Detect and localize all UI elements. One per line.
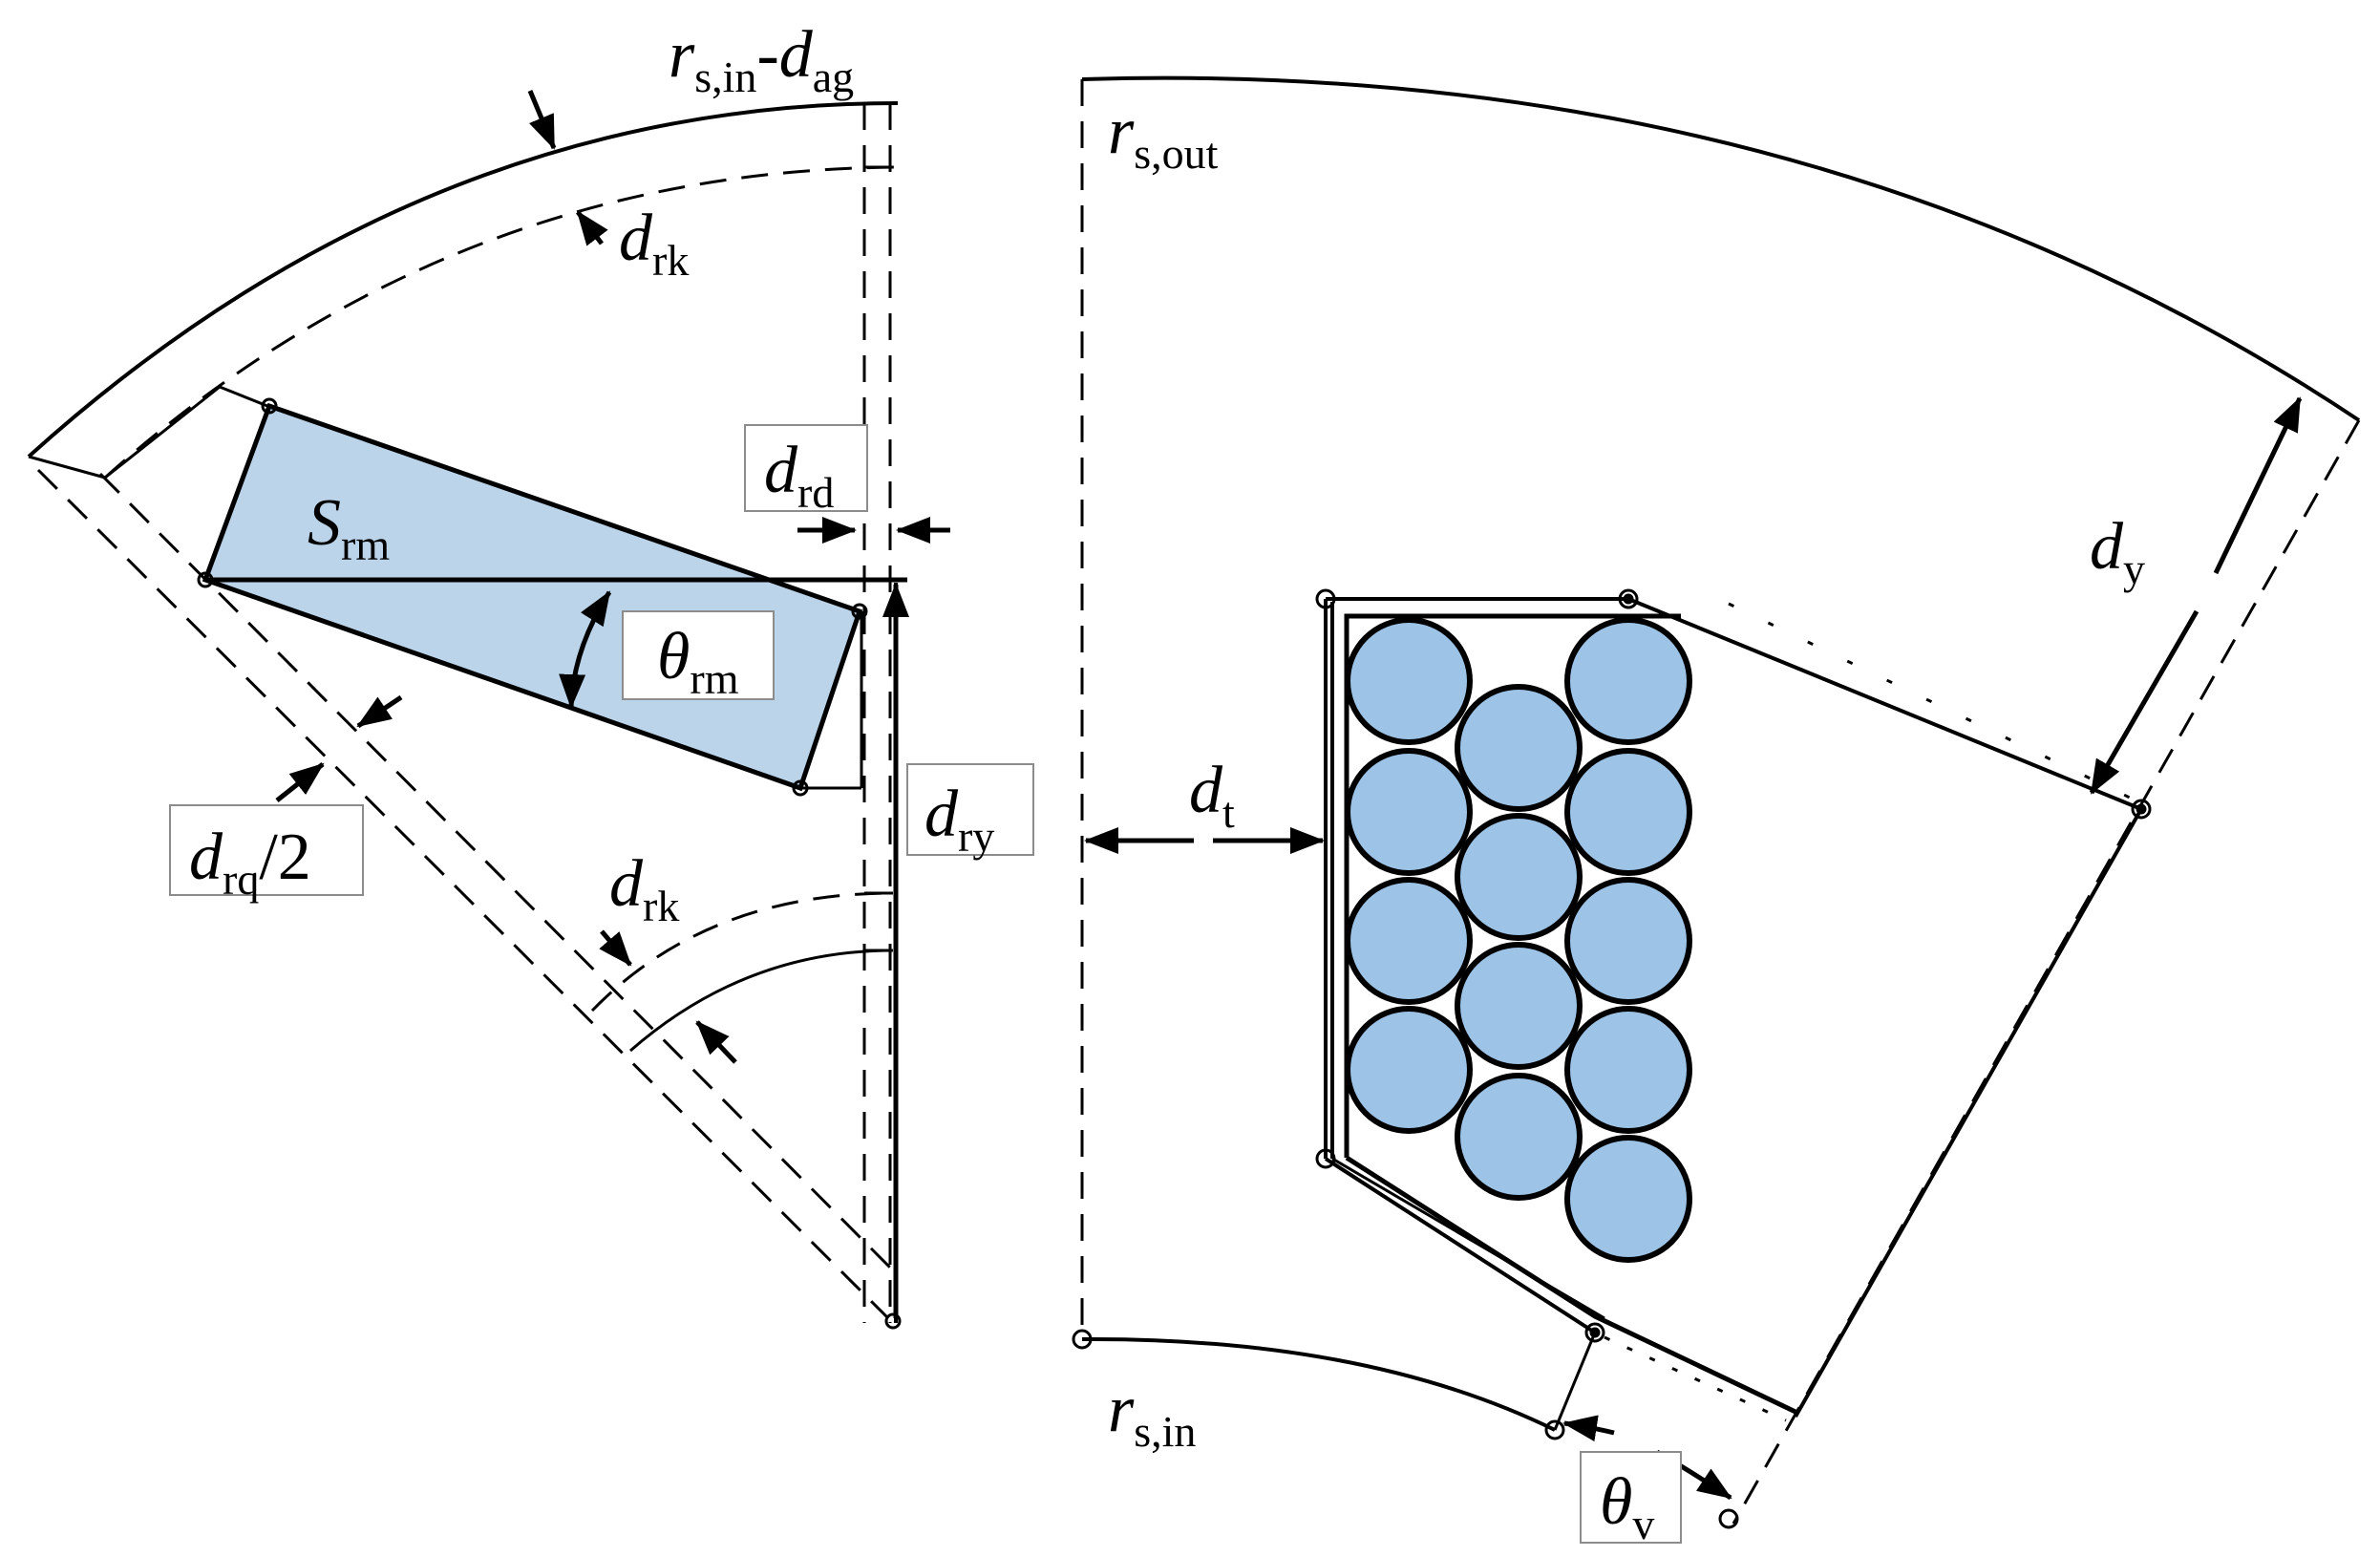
label-d-ry: dry (924, 778, 994, 861)
label-r-s-in-minus-d-ag: rs,in-dag (669, 18, 854, 101)
label-d-t: dt (1189, 754, 1235, 837)
rotor-radial-dashed-1 (36, 468, 890, 1320)
label-d-rk-bottom: drk (609, 847, 679, 930)
rotor-keep-arc-top (104, 165, 899, 480)
stator-inner-arc (1081, 1336, 1556, 1432)
rotor-keep-arc-bottom (590, 891, 894, 1013)
label-theta-v: θv (1600, 1465, 1654, 1548)
label-theta-rm: θrm (657, 620, 739, 703)
slot-opening (1553, 1332, 1597, 1431)
stator-section (1080, 75, 2361, 1525)
slot-liner (1344, 613, 1681, 1158)
rotor-outer-arc (27, 101, 899, 459)
rotor-side-line (28, 455, 106, 480)
label-d-rq-half: drq/2 (189, 821, 311, 904)
rotor-radial-dashed-2 (98, 472, 895, 1272)
theta-v-box (1580, 1451, 1682, 1544)
label-r-s-out: rs,out (1108, 95, 1219, 178)
label-d-y: dy (2090, 510, 2145, 593)
theta-rm-box (622, 610, 775, 700)
label-boxes (169, 424, 1682, 1544)
rotor-dimension-arrows (275, 90, 950, 1318)
label-d-rd: drd (764, 434, 834, 517)
stator-outer-arc (1081, 75, 2361, 422)
d-rd-box (744, 424, 868, 512)
slot-conductors (1345, 617, 1692, 1263)
stator-nodes (1072, 588, 2152, 1529)
label-r-s-in: rs,in (1108, 1373, 1196, 1456)
label-d-rk-top: drk (619, 202, 689, 285)
rotor-inner-arc (629, 949, 894, 1053)
d-rq-half-box (169, 804, 364, 896)
d-ry-box (906, 763, 1034, 856)
label-s-rm: Srm (308, 486, 390, 569)
